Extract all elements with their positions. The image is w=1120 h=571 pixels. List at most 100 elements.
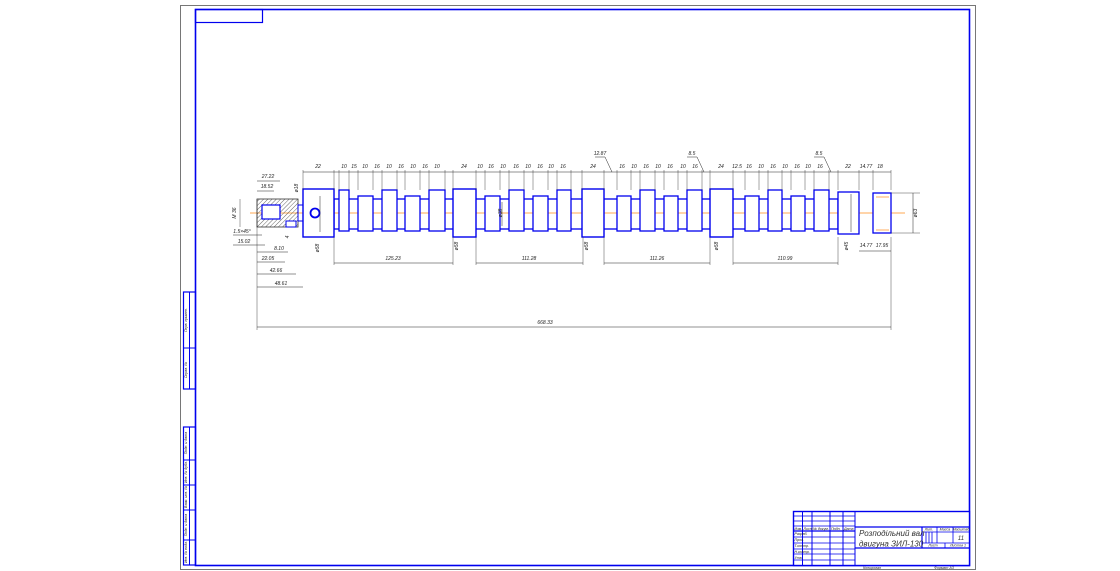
top-dimension-label: 10 [548, 164, 554, 170]
title-block-frame [792, 510, 971, 567]
diameter-label: ø58 [315, 243, 321, 252]
cam-lobe [686, 189, 703, 232]
top-dimension-label: 10 [758, 164, 764, 170]
top-dimension-label: 16 [692, 164, 698, 170]
span-dimension-label: 111.28 [522, 256, 537, 262]
title-row-label: Утв. [795, 556, 803, 560]
shaft-end [872, 192, 892, 234]
end-dimension-label: 17.95 [876, 243, 889, 249]
top-dimension-label: 10 [805, 164, 811, 170]
cam-lobe [663, 195, 679, 232]
leader-line [595, 156, 613, 173]
leader-line [687, 156, 705, 173]
left-dimension-label: 48.61 [275, 281, 288, 287]
cam-lobe [616, 195, 632, 232]
drawing-title: Розподільний вал [859, 529, 925, 538]
thread-label: M 36 [232, 207, 238, 218]
side-stamp-label: Перв. примен. [184, 308, 188, 332]
cam-lobe [639, 189, 656, 232]
chamfer-label: 1.5×45° [233, 229, 250, 235]
top-dimension-label: 22 [844, 164, 851, 170]
diameter-label: ø58 [454, 241, 460, 250]
top-dimension-label: 16 [422, 164, 428, 170]
left-dimension-label: 42.66 [270, 268, 283, 274]
drawing-title: двигуна ЗИЛ-130 [859, 540, 924, 549]
cam-lobe [404, 195, 421, 232]
side-stamp-label: Инв. № дубл. [184, 461, 188, 483]
diameter-label: ø58 [714, 241, 720, 250]
leader-dimension-label: 12.87 [594, 151, 607, 157]
scale-label: Масштаб [953, 528, 971, 532]
top-dimension-label: 16 [560, 164, 566, 170]
top-dimension-label: 16 [746, 164, 752, 170]
leader-dimension-label: 8.5 [689, 151, 696, 157]
cam-lobe [357, 195, 374, 232]
top-dimension-label: 16 [488, 164, 494, 170]
left-dimension-label: 4 [285, 235, 291, 238]
cam-lobe [790, 195, 806, 232]
side-stamp-label: Инв. № подл. [184, 541, 188, 563]
leader-line [814, 156, 832, 173]
top-dimension-label: 24 [589, 164, 596, 170]
top-dimension-label: 16 [667, 164, 673, 170]
span-dimension-label: 125.23 [385, 256, 401, 262]
side-stamp-label: Подп. и дата [184, 432, 188, 455]
top-dimension-label: 10 [680, 164, 686, 170]
title-column-header: Лист [803, 527, 813, 531]
camshaft-drawing [250, 188, 905, 238]
side-stamp-label: Подп. и дата [184, 514, 188, 537]
outer-frame [180, 5, 976, 570]
mass-label: Масса [940, 528, 951, 532]
top-dimension-label: 10 [477, 164, 483, 170]
top-dimension-label: 16 [643, 164, 649, 170]
span-dimension-label: 110.99 [778, 256, 793, 262]
title-column-header: Подп. [831, 527, 841, 531]
collar [837, 191, 860, 235]
top-left-box [194, 8, 264, 24]
top-dimension-label: 10 [655, 164, 661, 170]
top-dimension-label: 18 [877, 164, 883, 170]
cam-lobe [508, 189, 525, 232]
title-row-label: Н.контр. [795, 550, 810, 554]
top-dimension-label: 22 [314, 164, 321, 170]
end-dimension-label: 14.77 [860, 243, 873, 249]
top-dimension-label: 10 [525, 164, 531, 170]
cam-lobe [484, 195, 501, 232]
span-dimension-label: 111.26 [650, 256, 665, 262]
top-dimension-label: 10 [500, 164, 506, 170]
sheets-label: Листов 1 [949, 544, 966, 548]
cam-lobe [767, 189, 783, 232]
top-dimension-label: 16 [398, 164, 404, 170]
cam-lobe [813, 189, 830, 232]
overall-length-label: 668.33 [537, 320, 553, 326]
cam-lobe [338, 189, 350, 232]
top-dimension-label: 16 [537, 164, 543, 170]
bearing-journal [581, 188, 605, 238]
dimensions: 22 10 15 10 16 10 16 10 16 10 24 10 16 10 16 10 16 10 16 24… [232, 151, 920, 330]
lit-label: Лит. [924, 528, 933, 532]
left-dimension-label: 22.05 [261, 256, 275, 262]
top-dimension-label: 10 [341, 164, 347, 170]
top-dimension-label: 24 [717, 164, 724, 170]
left-dimension-label: 15.02 [238, 239, 251, 245]
left-dimension-label: 18.52 [261, 184, 274, 190]
title-row-label: Разраб. [795, 532, 808, 536]
top-dimension-label: 16 [817, 164, 823, 170]
top-dimension-label: 15 [351, 164, 357, 170]
left-dimension-label: 8.10 [274, 246, 284, 252]
top-dimension-label: 10 [631, 164, 637, 170]
threaded-bore [261, 204, 281, 220]
cam-lobe [428, 189, 446, 232]
left-dimension-label: ø18 [294, 183, 300, 192]
top-dimension-label: 24 [460, 164, 467, 170]
top-dimension-label: 16 [513, 164, 519, 170]
cam-lobe [381, 189, 398, 232]
leader-dimension-label: 8.5 [816, 151, 823, 157]
left-dimension-label: 27.22 [261, 174, 275, 180]
top-dimension-label: 16 [794, 164, 800, 170]
title-row-label: Пров. [795, 538, 804, 542]
top-dimension-label: 10 [434, 164, 440, 170]
